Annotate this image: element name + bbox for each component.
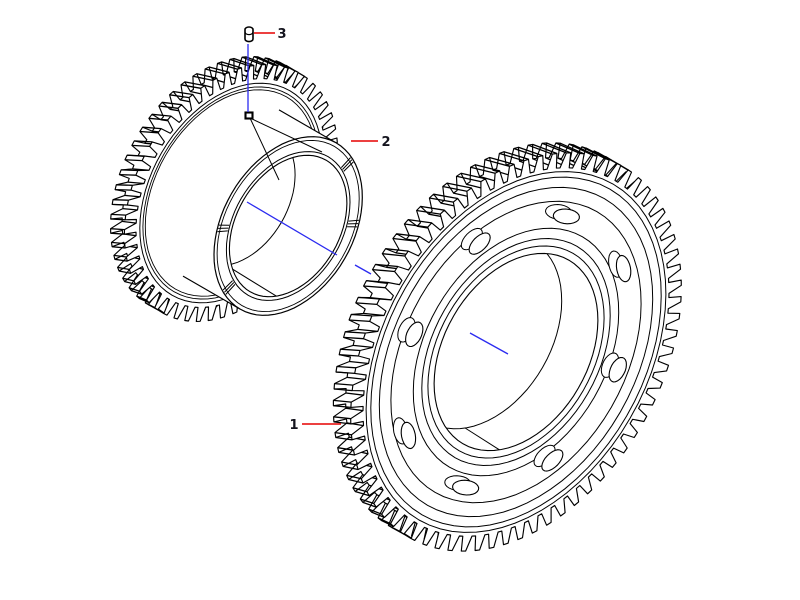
axis-centerlines xyxy=(246,44,509,355)
web-holes xyxy=(392,203,632,496)
ring xyxy=(433,252,599,452)
callout-labels: 1 2 3 xyxy=(277,27,390,433)
callout-label-3: 3 xyxy=(277,27,286,42)
bore-far-edge xyxy=(229,155,296,267)
ring xyxy=(225,151,351,301)
centerline xyxy=(246,44,509,355)
web-hole xyxy=(405,321,424,348)
bore-wall-seam xyxy=(229,264,277,297)
web-hole xyxy=(468,232,491,255)
ring xyxy=(427,245,605,459)
leader-lines xyxy=(254,32,378,425)
callout-label-2: 2 xyxy=(381,135,390,150)
bore-interior xyxy=(434,253,563,451)
web-hole xyxy=(615,254,632,283)
ring xyxy=(370,176,662,528)
pin-slot-lines xyxy=(249,117,323,181)
ring xyxy=(216,139,360,313)
gear-with-clutch-drum xyxy=(110,56,363,322)
bore-wall-seam xyxy=(464,427,500,451)
large-helical-gear xyxy=(332,142,682,552)
bore-far-edge xyxy=(434,253,563,430)
pin-band xyxy=(244,31,254,36)
pin-seat-hole xyxy=(244,111,254,120)
drum-bore-interior xyxy=(229,155,296,297)
ring xyxy=(378,186,654,518)
web-hole xyxy=(541,449,564,472)
drum-silhouette-edges xyxy=(182,109,337,310)
ring xyxy=(365,171,667,533)
ring xyxy=(421,237,611,467)
web-hole xyxy=(452,479,480,496)
web-hole xyxy=(400,421,417,450)
dowel-pin xyxy=(244,26,254,120)
web-hole xyxy=(608,356,627,383)
callout-label-1: 1 xyxy=(289,418,298,433)
ring xyxy=(390,200,642,504)
web-hole xyxy=(552,208,580,225)
rim-spline-notches xyxy=(217,157,360,295)
leader-line xyxy=(254,32,378,425)
